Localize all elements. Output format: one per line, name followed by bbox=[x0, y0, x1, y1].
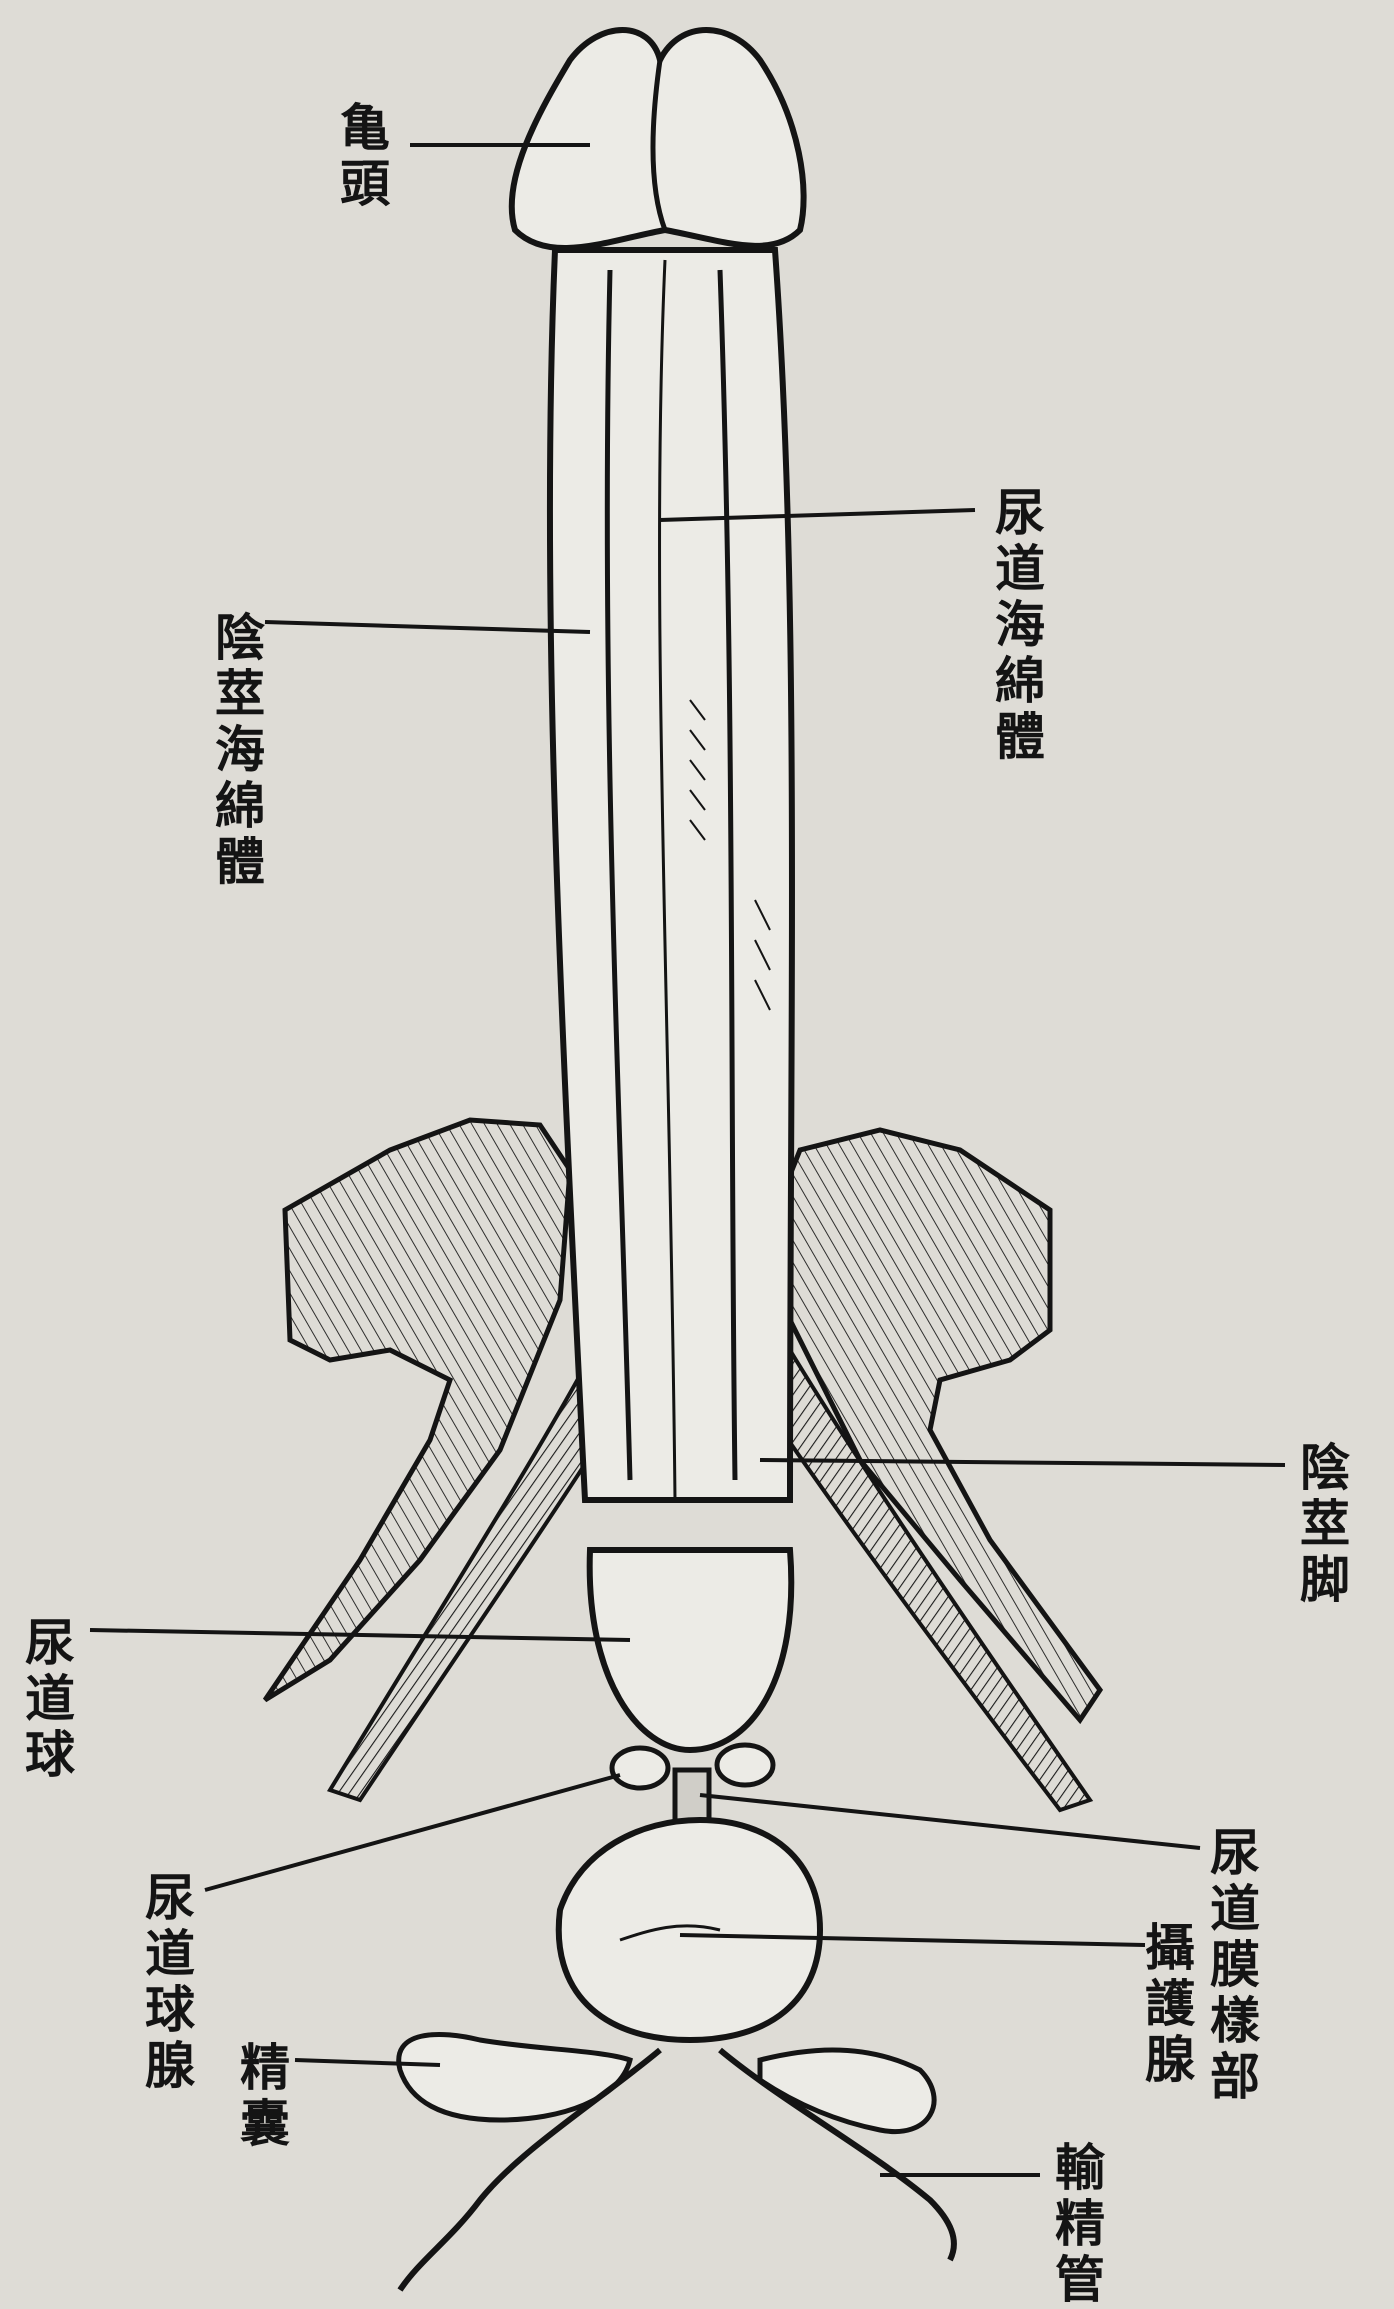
pubic-bone-left bbox=[265, 1120, 570, 1700]
label-seminal-vesicle: 精囊 bbox=[235, 2040, 295, 2152]
leader-corpus-cavernosum bbox=[265, 622, 590, 632]
label-corpus-cavernosum: 陰莖海綿體 bbox=[210, 610, 270, 890]
label-bulbourethral-gland: 尿道球腺 bbox=[140, 1870, 200, 2094]
leader-bulbourethral-gland bbox=[205, 1775, 620, 1890]
penis-shaft bbox=[550, 250, 792, 1500]
label-membranous-urethra: 尿道膜樣部 bbox=[1205, 1825, 1265, 2105]
seminal-vesicles bbox=[399, 2034, 934, 2131]
label-glans: 亀頭 bbox=[335, 100, 395, 212]
urethral-bulb bbox=[590, 1550, 792, 1750]
label-bulb: 尿道球 bbox=[20, 1615, 80, 1783]
label-crus: 陰莖脚 bbox=[1295, 1440, 1355, 1608]
label-vas-deferens: 輸精管 bbox=[1050, 2140, 1110, 2308]
prostate bbox=[559, 1820, 820, 2040]
glans bbox=[512, 30, 804, 248]
leader-bulb bbox=[90, 1630, 630, 1640]
label-prostate: 攝護腺 bbox=[1140, 1920, 1200, 2088]
label-corpus-spongiosum: 尿道海綿體 bbox=[990, 485, 1050, 765]
